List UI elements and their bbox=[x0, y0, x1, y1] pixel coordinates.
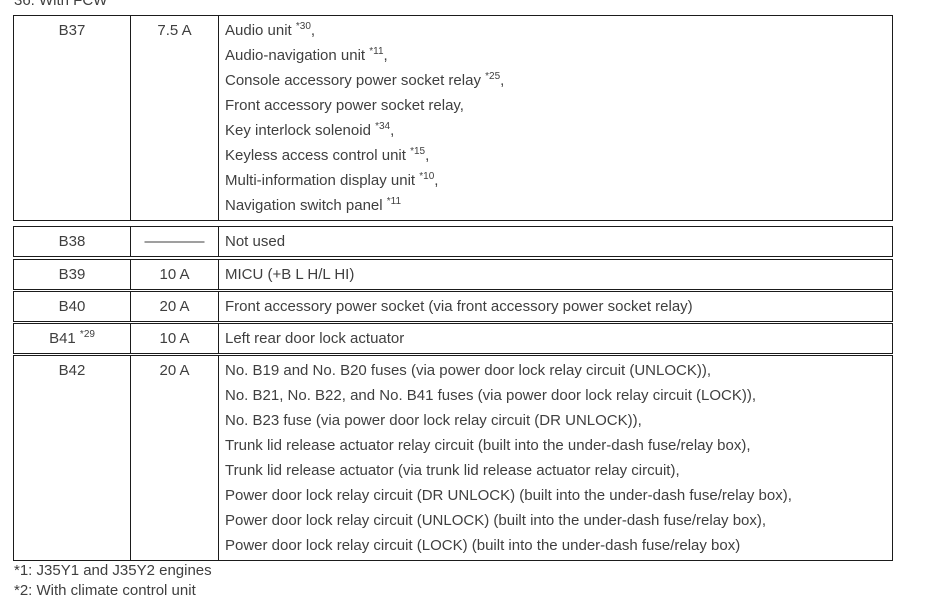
amperage-cell: ———— bbox=[130, 227, 218, 256]
circuit-text: Left rear door lock actuator bbox=[225, 330, 405, 347]
footnote-2: *2: With climate control unit bbox=[14, 582, 196, 599]
fuse-table: B37 7.5 A Audio unit *30, Audio-navigati… bbox=[13, 15, 893, 561]
circuit-line: Key interlock solenoid *34, bbox=[225, 118, 888, 143]
fuse-id-cell: B41 *29 bbox=[14, 324, 130, 353]
footnote-ref: *11 bbox=[386, 196, 402, 207]
circuit-text: Power door lock relay circuit (DR UNLOCK… bbox=[225, 487, 792, 504]
circuits-cell: Not used bbox=[218, 227, 892, 256]
amperage-cell: 7.5 A bbox=[130, 16, 218, 220]
footnote-ref: *30 bbox=[295, 21, 311, 32]
fuse-id: B40 bbox=[58, 298, 86, 315]
circuit-text: No. B19 and No. B20 fuses (via power doo… bbox=[225, 362, 712, 379]
circuit-text: Front accessory power socket (via front … bbox=[225, 298, 693, 315]
circuit-line: Audio-navigation unit *11, bbox=[225, 43, 888, 68]
circuit-text: Trunk lid release actuator (via trunk li… bbox=[225, 462, 680, 479]
circuit-text: Audio-navigation unit bbox=[225, 47, 370, 64]
fuse-id-footnote-ref: *29 bbox=[79, 329, 95, 340]
table-row: B40 20 A Front accessory power socket (v… bbox=[13, 291, 893, 322]
circuit-line: Trunk lid release actuator relay circuit… bbox=[225, 433, 888, 458]
circuit-line: No. B21, No. B22, and No. B41 fuses (via… bbox=[225, 383, 888, 408]
table-row: B41 *29 10 A Left rear door lock actuato… bbox=[13, 323, 893, 354]
circuits-cell: Left rear door lock actuator bbox=[218, 324, 892, 353]
circuit-line: Not used bbox=[225, 229, 888, 254]
circuit-text: Keyless access control unit bbox=[225, 147, 411, 164]
circuit-line: No. B19 and No. B20 fuses (via power doo… bbox=[225, 358, 888, 383]
table-row: B39 10 A MICU (+B L H/L HI) bbox=[13, 259, 893, 290]
circuit-text: No. B23 fuse (via power door lock relay … bbox=[225, 412, 642, 429]
amperage-cell: 10 A bbox=[130, 260, 218, 289]
circuit-line: Power door lock relay circuit (DR UNLOCK… bbox=[225, 483, 888, 508]
circuit-text: Power door lock relay circuit (UNLOCK) (… bbox=[225, 512, 767, 529]
table-row: B42 20 A No. B19 and No. B20 fuses (via … bbox=[13, 355, 893, 561]
section-note: 36. With FCW bbox=[14, 0, 108, 9]
circuit-text-tail: , bbox=[310, 22, 316, 39]
footnote-1: *1: J35Y1 and J35Y2 engines bbox=[14, 562, 212, 579]
fuse-id: B39 bbox=[58, 266, 86, 283]
circuit-line: Navigation switch panel *11 bbox=[225, 193, 888, 218]
circuit-text-tail: , bbox=[383, 47, 388, 64]
circuit-text-tail: , bbox=[434, 172, 439, 189]
circuit-line: MICU (+B L H/L HI) bbox=[225, 262, 888, 287]
circuits-cell: MICU (+B L H/L HI) bbox=[218, 260, 892, 289]
circuit-line: No. B23 fuse (via power door lock relay … bbox=[225, 408, 888, 433]
amperage-cell: 10 A bbox=[130, 324, 218, 353]
fuse-id: B38 bbox=[58, 233, 86, 250]
circuit-text: Console accessory power socket relay bbox=[225, 72, 486, 89]
circuit-text: Trunk lid release actuator relay circuit… bbox=[225, 437, 751, 454]
fuse-id-cell: B42 bbox=[14, 356, 130, 560]
circuit-text: Multi-information display unit bbox=[225, 172, 420, 189]
circuits-cell: Audio unit *30, Audio-navigation unit *1… bbox=[218, 16, 892, 220]
footnote-ref: *15 bbox=[410, 146, 426, 157]
table-row: B37 7.5 A Audio unit *30, Audio-navigati… bbox=[13, 15, 893, 221]
circuit-line: Front accessory power socket relay, bbox=[225, 93, 888, 118]
circuit-line: Power door lock relay circuit (LOCK) (bu… bbox=[225, 533, 888, 558]
circuit-line: Trunk lid release actuator (via trunk li… bbox=[225, 458, 888, 483]
fuse-id: B41 bbox=[49, 330, 80, 347]
circuit-text-tail: , bbox=[390, 122, 395, 139]
fuse-id: B42 bbox=[58, 362, 86, 379]
circuit-text: Not used bbox=[225, 233, 286, 250]
circuit-text: MICU (+B L H/L HI) bbox=[225, 266, 355, 283]
circuit-text: Power door lock relay circuit (LOCK) (bu… bbox=[225, 537, 741, 554]
footnote-ref: *34 bbox=[375, 121, 391, 132]
footnote-ref: *25 bbox=[485, 71, 501, 82]
footnote-ref: *11 bbox=[369, 46, 384, 57]
fuse-id-cell: B37 bbox=[14, 16, 130, 220]
table-row: B38 ———— Not used bbox=[13, 226, 893, 257]
amperage-cell: 20 A bbox=[130, 356, 218, 560]
circuit-text: Audio unit bbox=[225, 22, 296, 39]
circuit-text: Key interlock solenoid bbox=[225, 122, 376, 139]
circuit-text-tail: , bbox=[425, 147, 430, 164]
circuits-cell: Front accessory power socket (via front … bbox=[218, 292, 892, 321]
circuit-text: Navigation switch panel bbox=[225, 197, 387, 214]
circuit-line: Power door lock relay circuit (UNLOCK) (… bbox=[225, 508, 888, 533]
fuse-id-cell: B39 bbox=[14, 260, 130, 289]
circuit-line: Front accessory power socket (via front … bbox=[225, 294, 888, 319]
circuit-line: Audio unit *30, bbox=[225, 18, 888, 43]
circuit-line: Keyless access control unit *15, bbox=[225, 143, 888, 168]
circuit-text: Front accessory power socket relay, bbox=[225, 97, 464, 114]
circuits-cell: No. B19 and No. B20 fuses (via power doo… bbox=[218, 356, 892, 560]
fuse-id: B37 bbox=[58, 22, 86, 39]
circuit-line: Left rear door lock actuator bbox=[225, 326, 888, 351]
amperage-cell: 20 A bbox=[130, 292, 218, 321]
circuit-text-tail: , bbox=[500, 72, 505, 89]
circuit-line: Multi-information display unit *10, bbox=[225, 168, 888, 193]
circuit-text: No. B21, No. B22, and No. B41 fuses (via… bbox=[225, 387, 757, 404]
circuit-line: Console accessory power socket relay *25… bbox=[225, 68, 888, 93]
fuse-id-cell: B38 bbox=[14, 227, 130, 256]
footnote-ref: *10 bbox=[419, 171, 435, 182]
fuse-id-cell: B40 bbox=[14, 292, 130, 321]
